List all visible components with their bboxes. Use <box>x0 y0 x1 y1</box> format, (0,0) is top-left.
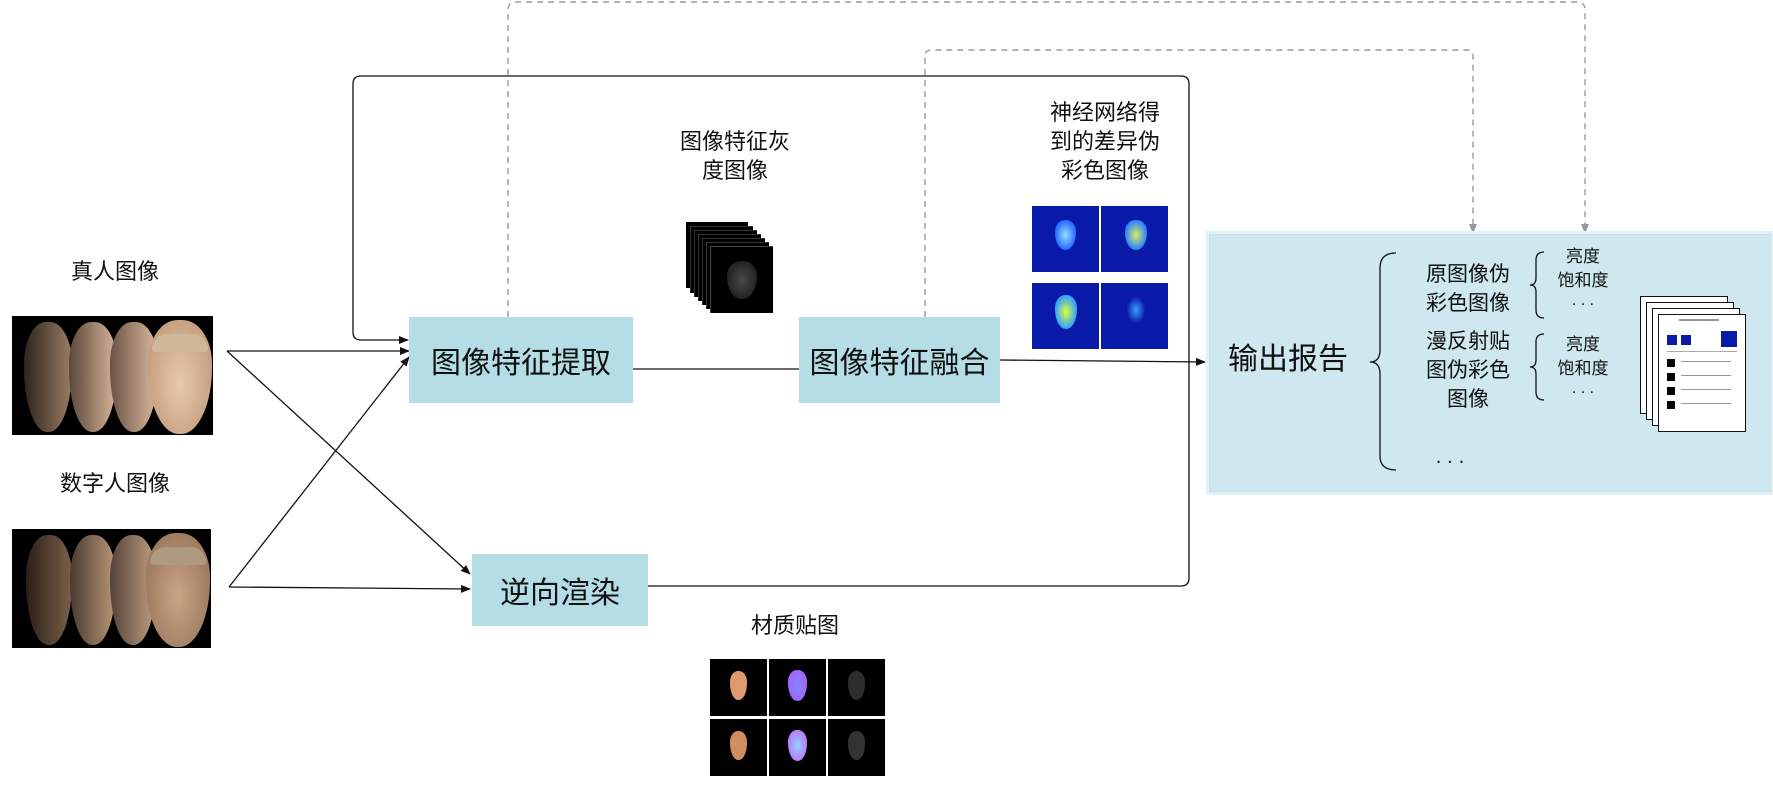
digital-face-image <box>12 529 211 648</box>
dashed-line-extract-to-report <box>507 1 1589 317</box>
material-map-label: 材质贴图 <box>750 614 839 639</box>
nn-diff-image-4 <box>1101 283 1168 349</box>
nn-diff-label: 神经网络得 到的差异伪 彩色图像 <box>1049 101 1160 184</box>
sub2-more: · · · <box>1571 385 1595 401</box>
sub2-saturation: 饱和度 <box>1557 359 1609 379</box>
sub1-saturation: 饱和度 <box>1557 271 1609 291</box>
nn-diff-image-2 <box>1101 206 1168 272</box>
material-normal-1 <box>769 659 826 716</box>
big-brace <box>1369 252 1397 471</box>
feature-extraction-label: 图像特征提取 <box>431 346 611 381</box>
nn-diff-image-3 <box>1032 283 1099 349</box>
gray-feature-image-stack <box>686 222 786 322</box>
sub1-more: · · · <box>1571 297 1595 313</box>
line-digital-to-render <box>228 584 471 593</box>
line-fusion-to-report <box>999 357 1206 366</box>
output-report-label: 输出报告 <box>1228 342 1348 377</box>
line-render-loop <box>352 75 1190 587</box>
report-document-stack <box>1640 296 1750 436</box>
report-more: · · · <box>1435 452 1465 473</box>
gray-feature-label: 图像特征灰 度图像 <box>679 130 790 184</box>
real-face-image <box>12 316 213 435</box>
feature-extraction-box: 图像特征提取 <box>409 317 633 403</box>
small-brace-2 <box>1529 333 1545 401</box>
nn-diff-image-1 <box>1032 206 1099 272</box>
real-image-label: 真人图像 <box>70 260 159 285</box>
feature-fusion-box: 图像特征融合 <box>799 317 1000 403</box>
digital-image-label: 数字人图像 <box>59 472 170 497</box>
small-brace-1 <box>1529 251 1545 319</box>
line-real-to-render <box>226 350 471 575</box>
sub1-brightness: 亮度 <box>1566 247 1600 267</box>
inverse-render-label: 逆向渲染 <box>500 576 620 611</box>
inverse-render-box: 逆向渲染 <box>472 554 648 626</box>
material-albedo-2 <box>710 719 767 776</box>
feature-fusion-label: 图像特征融合 <box>809 346 990 381</box>
material-albedo-1 <box>710 659 767 716</box>
material-rough-2 <box>828 719 885 776</box>
sub2-brightness: 亮度 <box>1566 335 1600 355</box>
material-rough-1 <box>828 659 885 716</box>
report-item-1: 原图像伪 彩色图像 <box>1426 262 1510 315</box>
line-digital-to-extract <box>228 356 410 588</box>
report-item-2: 漫反射贴 图伪彩色 图像 <box>1426 329 1510 411</box>
material-normal-2 <box>769 719 826 776</box>
material-map-grid <box>710 659 885 776</box>
